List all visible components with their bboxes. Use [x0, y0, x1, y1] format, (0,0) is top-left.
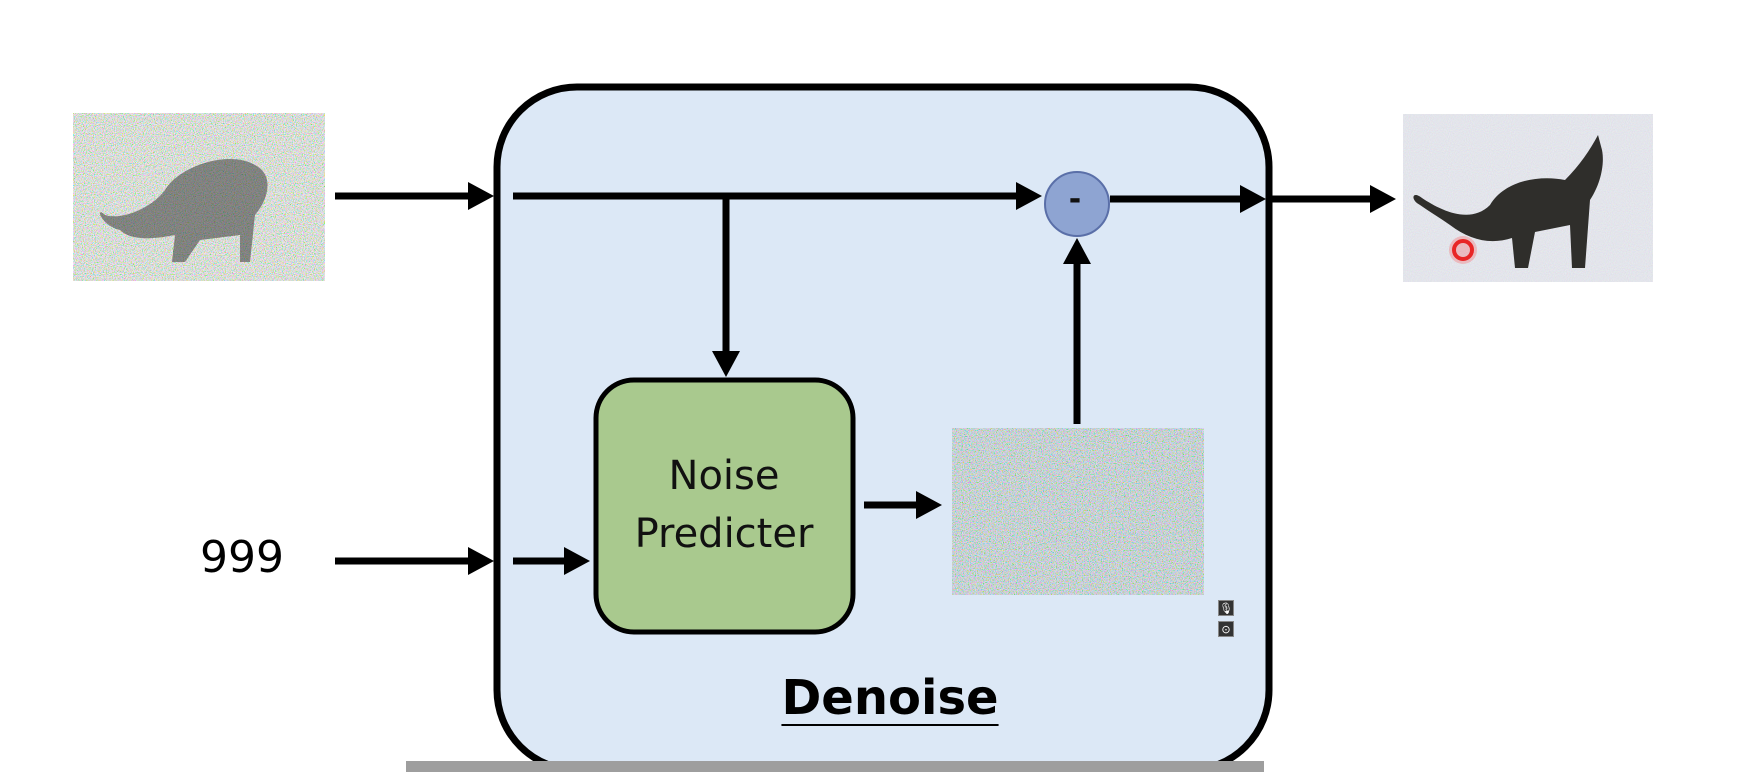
arrow-down-to-predicter	[712, 196, 740, 377]
arrow-main-to-operator	[513, 182, 1042, 210]
camera-icon[interactable]: ⊙	[1218, 621, 1234, 637]
arrow-block-to-predicter	[513, 547, 590, 575]
arrow-noise-to-operator	[1063, 238, 1091, 424]
predicted-noise-image	[952, 428, 1204, 595]
arrow-operator-to-edge	[1110, 185, 1266, 213]
timestep-label: 999	[200, 532, 284, 583]
microphone-icon[interactable]: 🎙	[1218, 600, 1234, 616]
arrow-predicter-to-noise	[864, 491, 942, 519]
noise-predicter-label: Noise Predicter	[596, 447, 852, 563]
output-denoised-image	[1403, 114, 1653, 282]
horizontal-scrollbar[interactable]	[406, 761, 1264, 772]
noise-predicter-box	[593, 377, 856, 635]
minus-symbol: -	[1068, 182, 1082, 217]
arrow-input-to-block	[335, 182, 494, 210]
denoise-title: Denoise	[781, 670, 999, 726]
predicter-line-2: Predicter	[634, 511, 814, 557]
input-noisy-image	[73, 113, 325, 281]
arrow-step-to-block	[335, 547, 494, 575]
subtract-operator	[1044, 171, 1110, 237]
arrow-edge-to-output	[1269, 185, 1396, 213]
predicter-line-1: Noise	[668, 453, 780, 499]
